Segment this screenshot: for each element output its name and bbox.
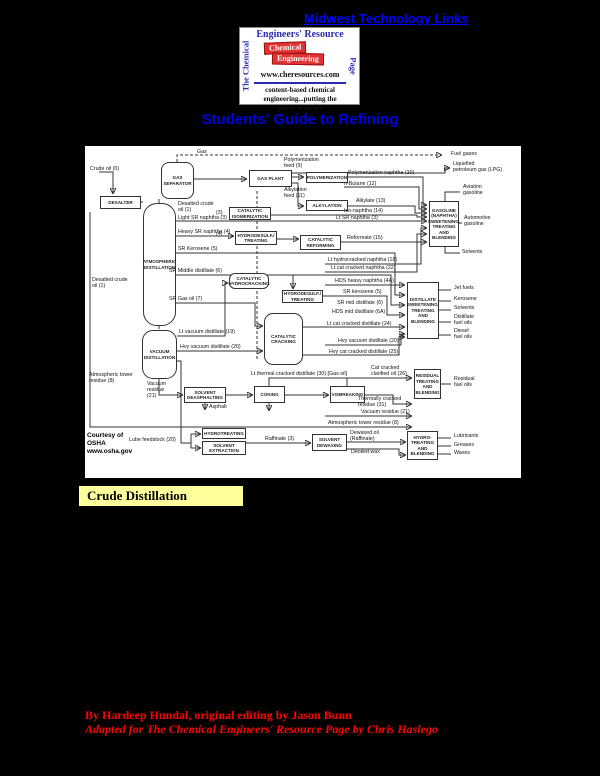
process-box: GASOLINE (NAPHTHA) SWEETENING, TREATING … <box>428 201 460 247</box>
logo-top-line: Engineers' Resource <box>256 29 344 40</box>
page-title: Students' Guide to Refining <box>201 111 399 128</box>
stream-label: Atmospheric tower residue (8) <box>328 420 399 426</box>
header-link[interactable]: Midwest Technology Links <box>304 11 469 26</box>
footer-credits: By Hardeep Hundal, original editing by J… <box>85 708 565 736</box>
logo-site-url: www.cheresources.com <box>260 70 340 79</box>
stream-label: Hvy vacuum distillate (20) <box>180 344 241 350</box>
process-box: RESIDUAL TREATING AND BLENDING <box>414 369 441 399</box>
process-box: CATALYTIC HYDROCRACKING <box>228 273 270 289</box>
stream-label: Lt cat cracked naphtha (22) <box>331 265 396 271</box>
stream-label: Gas <box>197 149 207 155</box>
stream-label: Dewaxed oil (Raffinate) <box>350 430 379 443</box>
stream-label: Asphalt <box>209 404 227 410</box>
stream-label: Reformate (15) <box>347 235 383 241</box>
stream-label: Diesel fuel oils <box>454 328 472 341</box>
cheresources-logo[interactable]: The Chemical Page Engineers' Resource Ch… <box>239 27 360 112</box>
stream-label: Desalted crude oil (1) <box>92 277 128 290</box>
diagram-connector-lines <box>89 146 462 478</box>
stream-label: Jet fuels <box>454 285 474 291</box>
process-box: SOLVENT EXTRACTION <box>202 441 246 455</box>
stream-label: Kerosene <box>454 296 477 302</box>
stream-label: Waxes <box>454 450 470 456</box>
stream-label: SR Middle distillate (6) <box>169 268 222 274</box>
stream-label: Raffinate (3) <box>265 436 295 442</box>
stream-label: HDS heavy naphtha (4A) <box>335 278 394 284</box>
stream-label: (3) <box>216 210 223 216</box>
logo-divider <box>254 82 346 84</box>
footer-byline: By Hardeep Hundal, original editing by J… <box>85 708 352 722</box>
process-box: HYDRO- TREATING AND BLENDING <box>407 431 438 460</box>
process-box: GAS SEPARATOR <box>161 162 194 199</box>
stream-label: SR kerosene (5) <box>343 289 382 295</box>
footer-adapted-line: Adapted for The Chemical Engineers' Reso… <box>85 722 438 736</box>
stream-label: Lubricants <box>454 433 479 439</box>
process-box: HYDRODESULF./ TREATING <box>235 231 277 245</box>
stream-label: Solvents <box>462 249 483 255</box>
stream-label: Lt SR naphtha (3) <box>336 215 378 221</box>
stream-label: Deoiled wax <box>351 449 380 455</box>
stream-label: Hvy cat cracked distillate (25) <box>329 349 399 355</box>
process-box: DISTILLATE SWEETENING, TREATING AND BLEN… <box>407 282 439 339</box>
process-box: SOLVENT DEASPHALTING <box>184 387 226 403</box>
process-box: GAS PLANT <box>249 170 292 187</box>
stream-label: Polymerization feed (9) <box>284 157 319 170</box>
process-box: HYDROTREATING <box>202 428 246 439</box>
stream-label: Light SR naphtha (3) <box>178 215 227 221</box>
process-box: VACUUM DISTILLATION <box>142 330 177 379</box>
stream-label: SR Kerosene (5) <box>178 246 218 252</box>
logo-vertical-left: The Chemical <box>240 40 251 92</box>
stream-label: Thermally cracked residue (31) <box>358 396 402 409</box>
logo-vertical-right: Page <box>348 57 359 75</box>
stream-label: Alkylate (13) <box>356 198 386 204</box>
stream-label: Alkylation feed (11) <box>284 187 307 200</box>
stream-label: Automotive gasoline <box>464 215 491 228</box>
stream-label: Crude oil (0) <box>90 166 120 172</box>
stream-label: Liquefied petroleum gas (LPG) <box>453 161 503 174</box>
stream-label: Polymerization naphtha (10) <box>348 170 415 176</box>
section-heading: Crude Distillation <box>78 485 244 507</box>
stream-label: Lube feedstock (20) <box>129 437 176 443</box>
stream-label: Lt cat cracked distillate (24) <box>327 321 392 327</box>
stream-label: Lt hydrocracked naphtha (18) <box>328 257 398 263</box>
process-box: HYDRODESULF./ TREATING <box>282 290 323 303</box>
stream-label: Fuel gases <box>451 151 477 157</box>
stream-label: Vacuum residue (21) <box>147 381 167 400</box>
stream-label: Lt vacuum distillate (19) <box>179 329 235 335</box>
stream-label: Atmospheric tower residue (8) <box>89 372 133 385</box>
stream-label: Distillate fuel oils <box>454 314 475 327</box>
stream-label: Desalted crude oil (1) <box>178 201 214 214</box>
stream-label: Residual fuel oils <box>454 376 475 389</box>
stream-label: Aviation gasoline <box>463 184 483 197</box>
stream-label: Greases <box>454 442 475 448</box>
logo-tagline: content-based chemical engineering...put… <box>263 86 337 112</box>
process-box: CATALYTIC REFORMING <box>300 235 341 250</box>
stream-label: Cat cracked clarified oil (26) <box>371 365 407 378</box>
osha-credit: Courtesy of OSHA www.osha.gov <box>87 432 133 455</box>
stream-label: Iso-naphtha (14) <box>344 208 383 214</box>
stream-label: Solvents <box>454 305 475 311</box>
stream-label: Vacuum residue (21) <box>361 409 410 415</box>
stream-label: Lt thermal cracked distillate (30) [Gas … <box>251 371 347 377</box>
stream-label: SR mid distillate (6) <box>337 300 383 306</box>
stream-label: Heavy SR naphtha (4) <box>178 229 231 235</box>
process-box: DESALTER <box>100 196 141 209</box>
process-box: ALKYLATION <box>306 200 348 211</box>
process-box: CATALYTIC ISOMERIZATION <box>229 207 271 220</box>
process-box: COKING <box>254 386 285 403</box>
stream-label: Hvy vacuum distillate (20) <box>338 338 399 344</box>
stream-label: (4) <box>216 231 223 237</box>
logo-red-block-engineering: Engineering <box>271 52 324 66</box>
process-box: POLYMERIZATION <box>306 172 348 183</box>
stream-label: HDS mid distillate (6A) <box>332 309 386 315</box>
process-box: VISBREAKING <box>330 386 365 403</box>
process-box: SOLVENT DEWAXING <box>312 434 347 451</box>
process-box: CATALYTIC CRACKING <box>264 313 303 365</box>
process-box: ATMOSPHERIC DISTILLATION <box>143 203 176 326</box>
stream-label: SR Gas oil (7) <box>169 296 203 302</box>
stream-label: n-Butane (12) <box>344 181 377 187</box>
